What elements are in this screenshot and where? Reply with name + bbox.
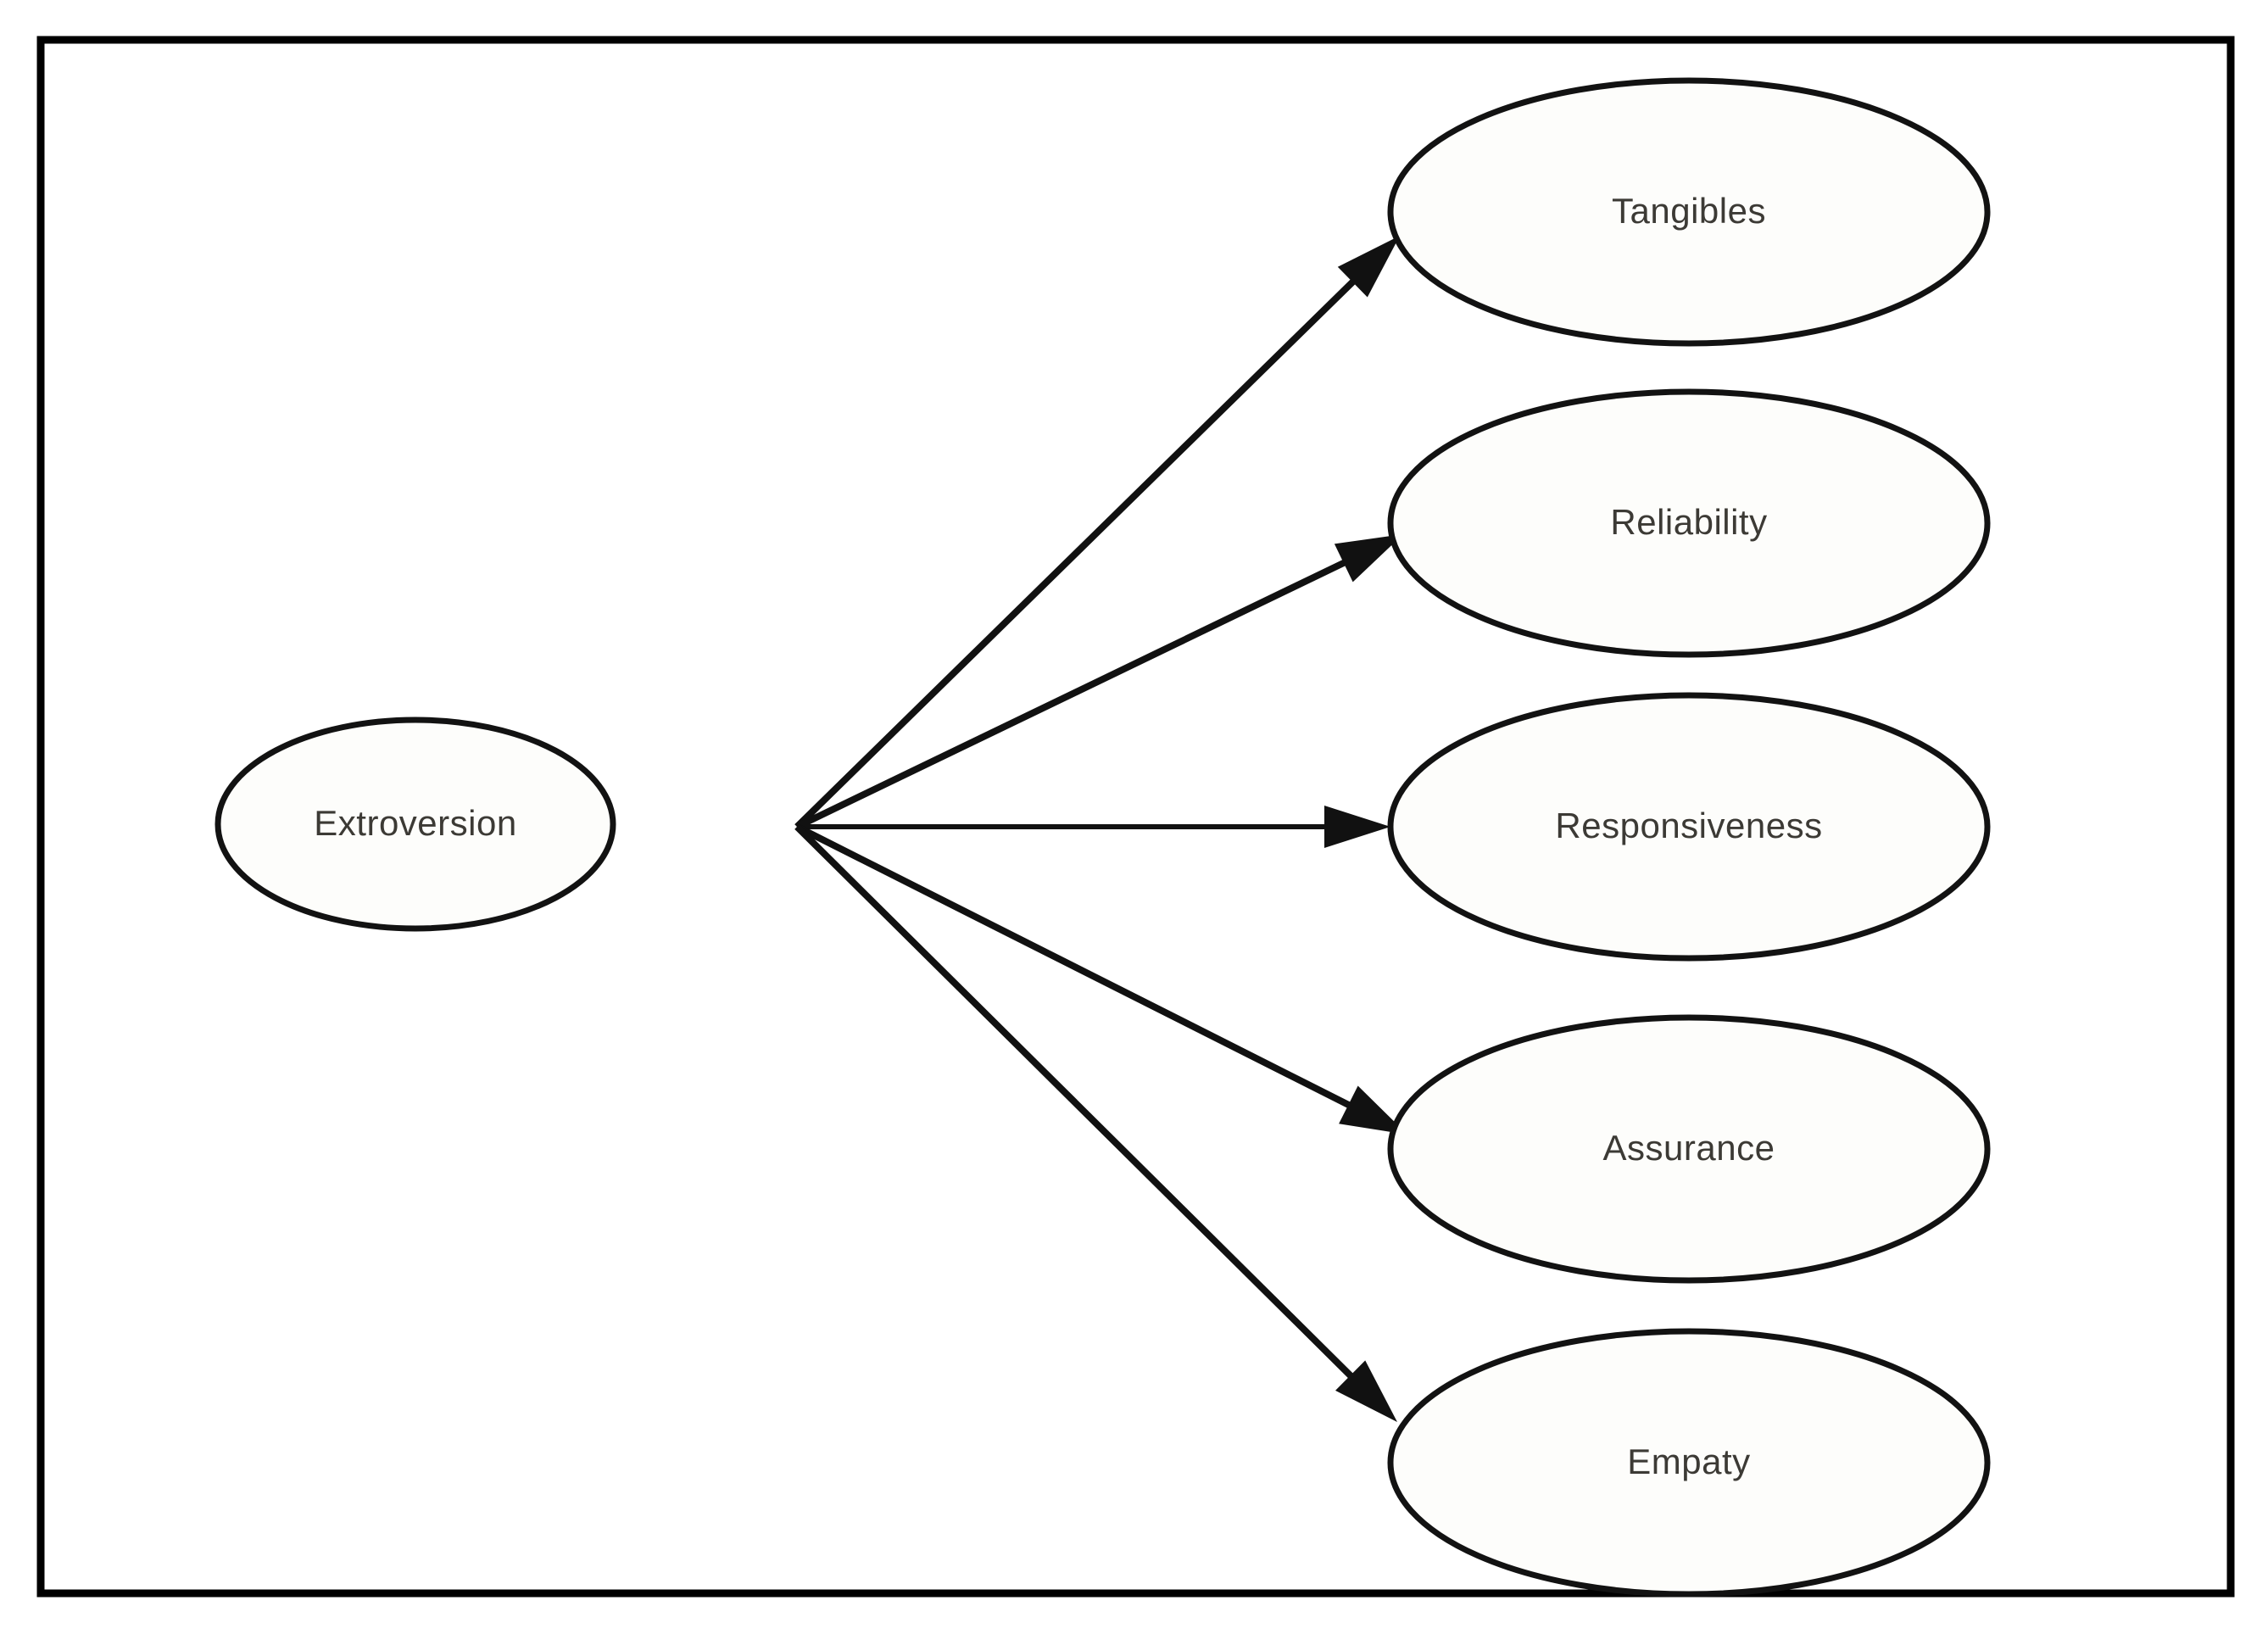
node-empaty-label: Empaty [1627,1442,1750,1481]
edge-extroversion-empaty-arrowhead-icon [1335,1360,1397,1422]
node-reliability-ellipse [1387,388,1991,658]
node-responsiveness-label: Responsiveness [1555,806,1822,845]
edge-extroversion-assurance-arrowhead-icon [1339,1085,1407,1135]
node-tangibles[interactable]: Tangibles [1387,77,1991,347]
edge-extroversion-responsiveness[interactable] [797,806,1390,848]
node-responsiveness-ellipse [1387,692,1991,962]
node-tangibles-label: Tangibles [1612,191,1766,231]
node-responsiveness[interactable]: Responsiveness [1387,692,1991,962]
node-extroversion-ellipse [215,717,616,932]
edge-extroversion-tangibles[interactable] [794,236,1400,829]
node-reliability[interactable]: Reliability [1387,388,1991,658]
edge-extroversion-tangibles-arrowhead-icon [1337,236,1400,298]
edge-extroversion-tangibles-shaft [794,276,1359,829]
node-extroversion[interactable]: Extroversion [215,717,616,932]
diagram-border-frame [36,36,2235,1598]
edge-extroversion-reliability-arrowhead-icon [1334,534,1403,583]
edge-extroversion-reliability[interactable] [795,534,1403,830]
edge-extroversion-empaty-shaft [794,824,1357,1382]
edge-extroversion-responsiveness-arrowhead-icon [1324,806,1390,848]
edge-extroversion-assurance-shaft [795,823,1355,1111]
node-assurance-ellipse [1387,1014,1991,1284]
node-extroversion-label: Extroversion [314,803,516,843]
node-assurance[interactable]: Assurance [1387,1014,1991,1284]
nodes-group: Extroversion TangiblesReliabilityResponsi… [215,77,1991,1598]
node-empaty[interactable]: Empaty [1387,1328,1991,1598]
edge-extroversion-assurance[interactable] [795,823,1407,1135]
node-assurance-label: Assurance [1603,1128,1775,1168]
node-empaty-ellipse [1387,1328,1991,1598]
edge-extroversion-empaty[interactable] [794,824,1397,1422]
edges-group [794,236,1407,1422]
node-tangibles-ellipse [1387,77,1991,347]
node-reliability-label: Reliability [1610,502,1767,542]
edge-extroversion-reliability-shaft [795,557,1351,830]
